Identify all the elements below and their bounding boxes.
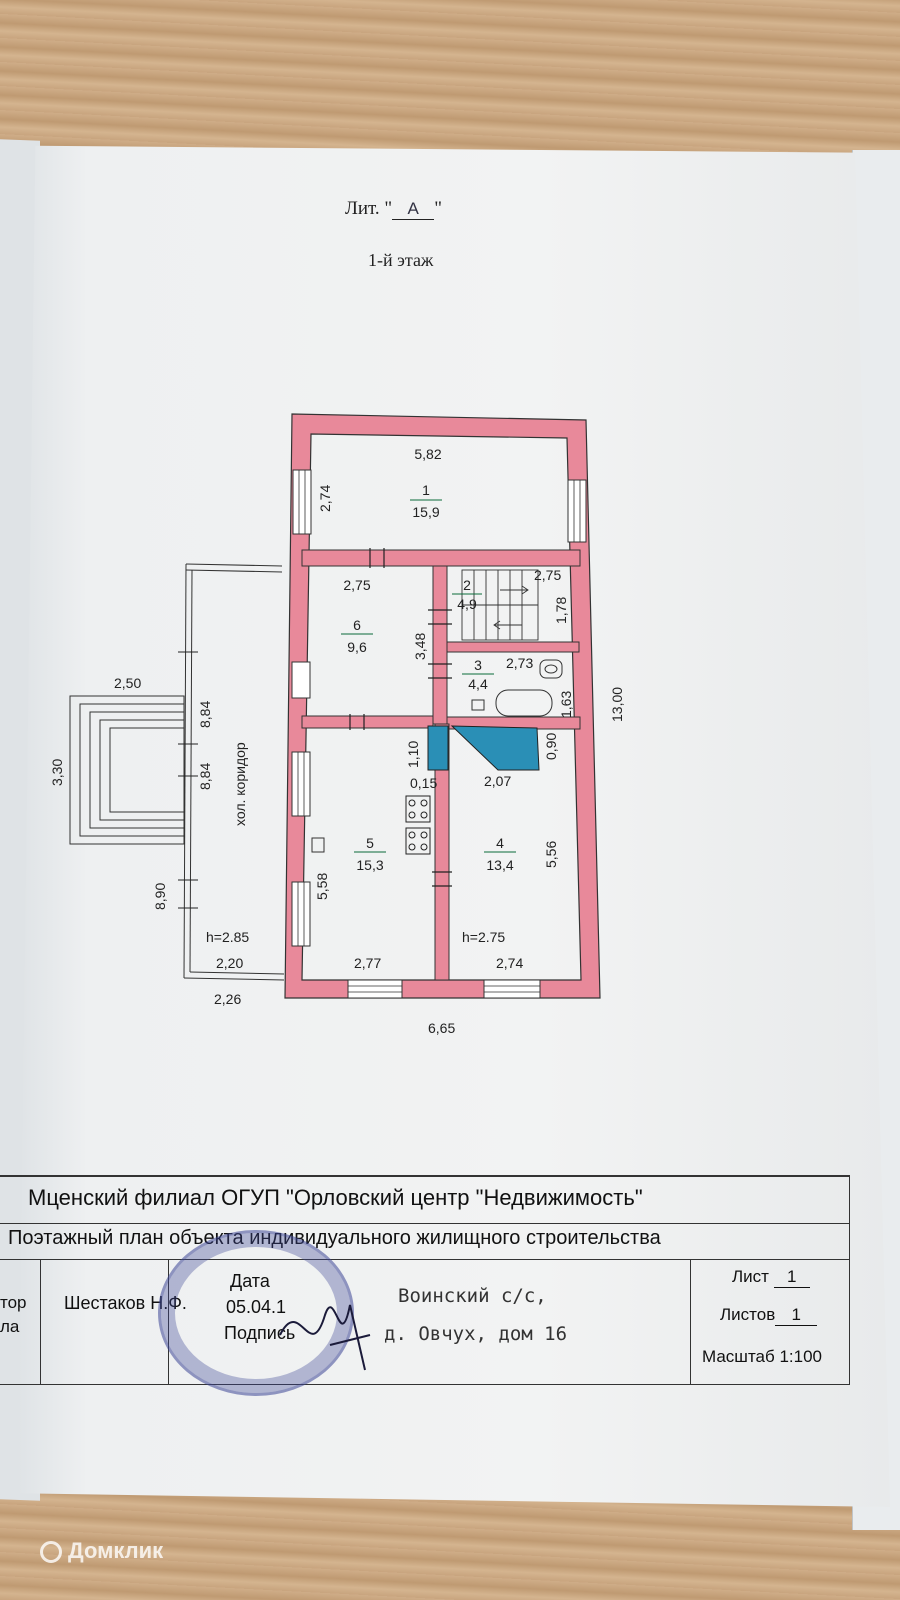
room-5-num: 5 [366,835,374,851]
document-page [18,145,890,1507]
window-r4-bottom [483,979,541,999]
window-r1-right [567,479,587,543]
stove-block [450,725,540,771]
left-cut-top: тор [0,1293,27,1312]
dim-porch-height: 3,30 [49,759,65,786]
window-r6-left [291,661,311,699]
room-4-area: 13,4 [486,857,513,873]
dim-room5-width: 2,77 [354,955,381,971]
window-r1-left [292,469,312,535]
table-divider [690,1259,691,1385]
wall-r6-right [432,565,448,725]
stove-2 [405,827,431,855]
watermark: Домклик [40,1538,163,1564]
dim-corridor-a: 8,84 [197,701,213,728]
dim-room3-width: 2,73 [506,655,533,671]
dim-room1-height: 2,74 [317,485,333,512]
dim-total-width: 6,65 [428,1020,455,1036]
title-block-org-row: Мценский филиал ОГУП "Орловский центр "Н… [0,1175,850,1224]
corridor-label: хол. коридор [232,742,248,826]
org-name: Мценский филиал ОГУП "Орловский центр "Н… [28,1185,643,1210]
room-3-area: 4,4 [468,676,488,692]
sheet-label: Лист 1 [732,1267,810,1288]
bathtub [495,689,553,717]
floor-title: 1-й этаж [368,250,434,270]
dim-room4-top: 2,07 [484,773,511,789]
title-block-doc-row: Поэтажный план объекта индивидуального ж… [0,1221,850,1260]
domclick-logo-icon [40,1541,62,1564]
table-bottom [0,1384,850,1385]
dim-room2-width: 2,75 [534,567,561,583]
dim-corridor-outer-width: 2,26 [214,991,241,1007]
room-6-num: 6 [353,617,361,633]
dim-h-house: h=2.75 [462,929,505,945]
dim-top-width: 5,82 [414,446,441,462]
table-divider [40,1259,41,1385]
stove-1 [405,795,431,823]
doc-title: Поэтажный план объекта индивидуального ж… [8,1227,661,1249]
room-1-num: 1 [422,482,430,498]
dim-corridor-width: 2,20 [216,955,243,971]
sheet-value: 1 [773,1267,810,1288]
room-3-num: 3 [474,657,482,673]
dim-room5-height: 5,58 [314,873,330,900]
dim-h-corridor: h=2.85 [206,929,249,945]
sink-r5 [311,837,325,853]
dim-wall: 0,15 [410,775,437,791]
wall-r5-right [434,723,450,981]
window-r5-bottom [347,979,403,999]
sheets-value: 1 [775,1305,818,1326]
sink [471,699,485,711]
chimney [427,725,449,771]
toilet [539,659,563,679]
dim-room3-height: 1,63 [558,691,574,718]
window-r5-left-b [291,881,311,947]
address-line-1: Воинский с/с, [398,1285,547,1307]
dim-corridor-b: 8,84 [197,763,213,790]
wall-r2-bottom [446,641,580,653]
title-block: Мценский филиал ОГУП "Орловский центр "Н… [0,1175,850,1385]
dim-chimney-h: 1,10 [405,741,421,768]
room-4-num: 4 [496,835,504,851]
room-1-area: 15,9 [412,504,439,520]
wall-r1-bottom [301,549,581,567]
author-name: Шестаков Н.Ф. [64,1293,187,1313]
address-line-2: д. Овчух, дом 16 [384,1323,568,1345]
room-5-area: 15,3 [356,857,383,873]
lit-value: А [392,199,435,220]
dim-room2-height: 1,78 [553,597,569,624]
dim-room4-height: 5,56 [543,841,559,868]
lit-title: Лит. "А" [345,198,442,220]
floor-plan: 1 15,9 2 4,9 3 4,4 4 13,4 5 15,3 6 9,6 5… [49,413,625,1036]
wall-r6-bottom [301,715,434,729]
room-6-area: 9,6 [347,639,367,655]
dim-chimney-r: 0,90 [543,733,559,760]
room-2-area: 4,9 [457,596,477,612]
scale: Масштаб 1:100 [702,1347,822,1366]
table-divider [849,1175,850,1385]
dim-total-height: 13,00 [609,687,625,722]
dim-corridor-outer: 8,90 [152,883,168,910]
signature [279,1304,371,1371]
window-r5-left-a [291,751,311,817]
dim-room6-width: 2,75 [343,577,370,593]
left-cut-bottom: ла [0,1317,20,1336]
dim-room4-width: 2,74 [496,955,523,971]
dim-porch-width: 2,50 [114,675,141,691]
room-2-num: 2 [463,577,471,593]
porch [69,695,185,845]
dim-room6-height: 3,48 [412,633,428,660]
